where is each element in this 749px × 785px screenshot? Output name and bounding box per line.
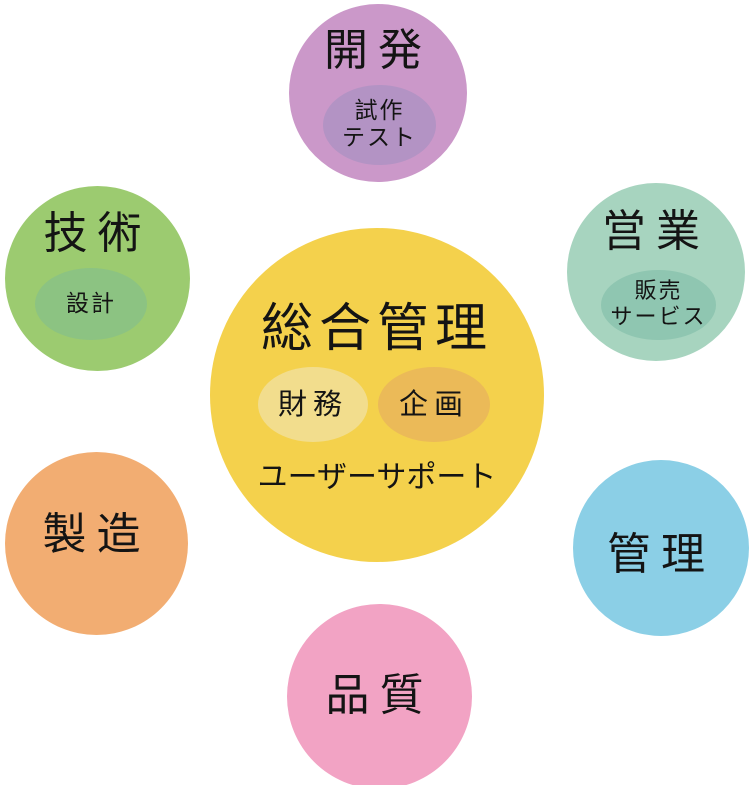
circle-technology: 技術 設計 bbox=[5, 186, 190, 371]
ellipse-design: 設計 bbox=[35, 268, 147, 340]
ellipse-prototype-test-line2: テスト bbox=[342, 125, 417, 151]
ellipse-prototype-test: 試作 テスト bbox=[323, 85, 436, 165]
ellipse-design-label: 設計 bbox=[66, 290, 116, 317]
circle-quality: 品質 bbox=[287, 604, 472, 785]
ellipse-prototype-test-line1: 試作 bbox=[354, 98, 405, 125]
circle-manufacturing-label: 製造 bbox=[42, 509, 151, 561]
ellipse-planning: 企画 bbox=[378, 367, 490, 442]
circle-general-management: 総合管理 財務 企画 ユーザーサポート bbox=[210, 228, 544, 562]
circle-manufacturing: 製造 bbox=[5, 452, 188, 635]
circle-management-label: 管理 bbox=[607, 528, 715, 580]
circle-general-management-label: 総合管理 bbox=[260, 299, 493, 359]
ellipse-planning-label: 企画 bbox=[398, 386, 469, 421]
user-support-label: ユーザーサポート bbox=[257, 460, 497, 495]
circle-sales: 営業 販売 サービス bbox=[567, 183, 745, 361]
circle-quality-label: 品質 bbox=[325, 670, 434, 722]
circle-technology-label: 技術 bbox=[43, 208, 152, 259]
ellipse-finance: 財務 bbox=[258, 367, 368, 442]
ellipse-sales-service: 販売 サービス bbox=[601, 270, 716, 340]
ellipse-sales-service-line1: 販売 bbox=[634, 279, 683, 305]
ellipse-sales-service-line2: サービス bbox=[610, 305, 707, 330]
circle-sales-label: 営業 bbox=[602, 206, 710, 257]
circle-management: 管理 bbox=[573, 460, 749, 636]
circle-development: 開発 試作 テスト bbox=[289, 4, 467, 182]
ellipse-finance-label: 財務 bbox=[277, 386, 348, 421]
circle-development-label: 開発 bbox=[324, 25, 432, 76]
